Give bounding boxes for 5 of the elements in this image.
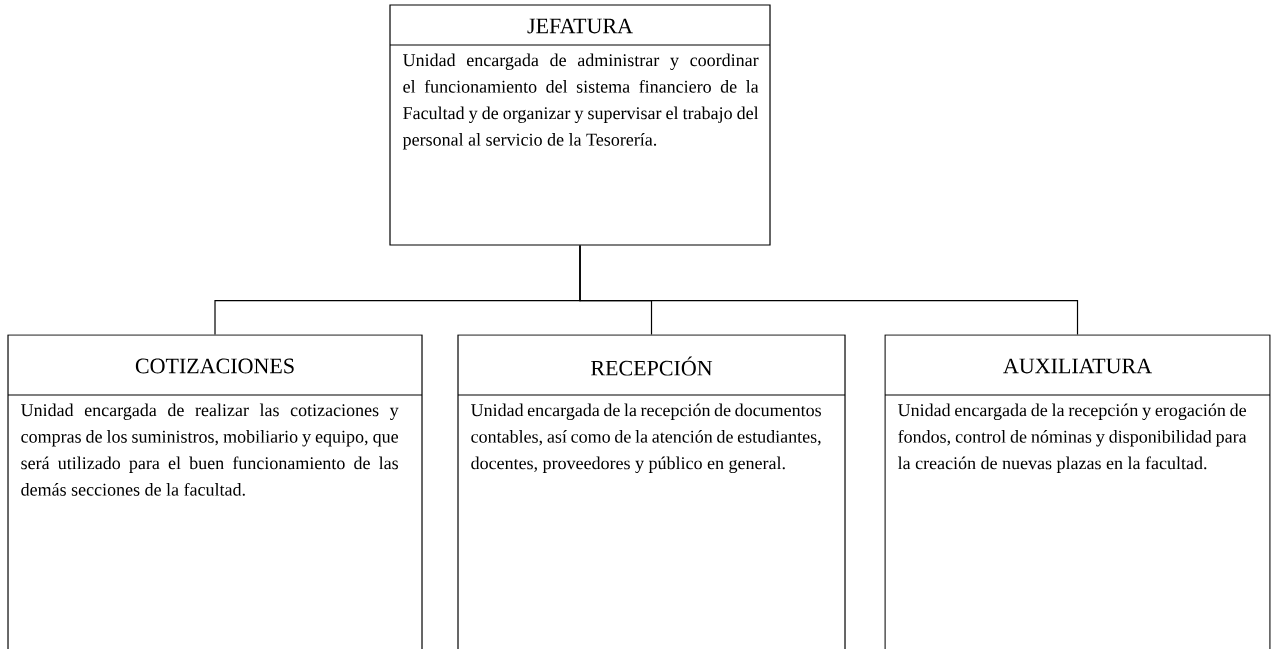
connector-line (579, 245, 1079, 335)
unit-box: AUXILIATURA Unidad encargada de la recepción y erogación de fondos, control de nóminas y disponibilidad para la creación de nuevas plazas en la facultad. (884, 334, 1271, 649)
unit-box: RECEPCIÓN Unidad encargada de la recepción de documentos contables, así como de la atención de estudiantes, docentes, proveedores y público en general. (457, 334, 846, 649)
unit-box: COTIZACIONES Unidad encargada de realizar las cotizaciones y compras de los suministros, mobiliario y equipo, que será utilizado para el buen funcionamiento de las demás secciones de la facultad. (7, 334, 423, 649)
unit-box: JEFATURA Unidad encargada de administrar y coordinar el funcionamiento del sistema financiero de la Facultad y de organizar y supervisar el trabajo del personal al servicio de la Tesorería. (389, 4, 771, 246)
